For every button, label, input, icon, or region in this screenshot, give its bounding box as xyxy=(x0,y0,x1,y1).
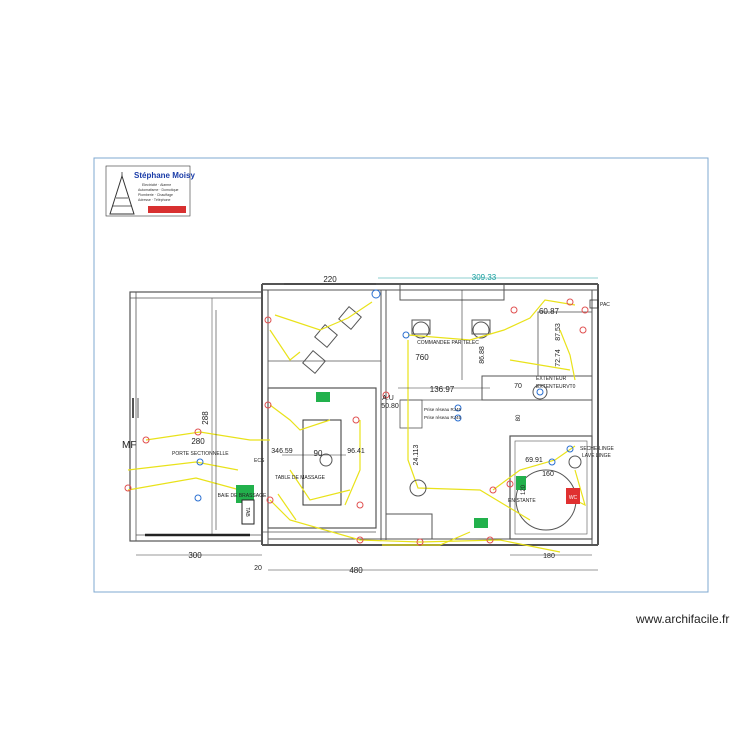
dim-5080: 50.80 xyxy=(381,403,399,410)
logo-line-4: Adresse · Téléphone xyxy=(138,198,170,202)
label-en-stante: EN STANTE xyxy=(508,498,536,504)
label-prise-1: Prise réseau RJ45 xyxy=(424,407,462,412)
dim-13697: 136.97 xyxy=(430,385,455,394)
label-ecs: ECS xyxy=(254,458,265,464)
wc-symbol xyxy=(566,488,580,504)
label-mf: MF xyxy=(122,440,136,451)
dim-24113: 24.113 xyxy=(413,444,420,465)
dim-6991: 69.91 xyxy=(525,457,543,464)
dim-120: 120 xyxy=(521,484,527,495)
dim-34659: 346.59 xyxy=(271,448,293,455)
dim-160: 160 xyxy=(542,471,554,478)
dim-8753: 87.53 xyxy=(555,323,562,341)
label-extenteur-1: EXTENTEUR xyxy=(536,376,567,382)
wc-label: WC xyxy=(569,495,578,501)
label-pac: PAC xyxy=(600,302,610,308)
label-lave-linge: LAVE LINGE xyxy=(582,453,611,459)
label-baie: BAIE DE BRASSAGE xyxy=(218,493,267,499)
dim-6087: 60.87 xyxy=(539,307,560,316)
dim-220: 220 xyxy=(323,275,337,284)
massage-table xyxy=(302,419,342,506)
dim-288: 288 xyxy=(201,411,210,425)
label-au: A.U xyxy=(382,395,394,402)
dim-7274: 72.74 xyxy=(555,349,562,367)
emergency-exit-signs xyxy=(236,392,526,528)
dim-309: 309.33 xyxy=(472,273,497,282)
electrical-points xyxy=(124,298,589,546)
watermark-text: www.archifacile.fr xyxy=(636,612,730,626)
dim-20: 20 xyxy=(254,565,262,572)
window-marks xyxy=(132,398,139,418)
dimension-lines xyxy=(136,277,598,571)
dim-180: 180 xyxy=(543,553,555,560)
dim-760: 760 xyxy=(415,353,429,362)
label-seche-linge: SECHE-LINGE xyxy=(580,446,615,452)
dim-480: 480 xyxy=(349,566,363,575)
electric-panel xyxy=(241,499,255,525)
label-porte-sectionnelle: PORTE SECTIONNELLE xyxy=(172,451,229,457)
dim-9641: 96.41 xyxy=(347,448,365,455)
company-logo: Stéphane Moisy Electricité · Alarme Auto… xyxy=(105,165,195,217)
dim-70: 70 xyxy=(514,383,522,390)
dim-8688: 86.88 xyxy=(479,346,486,364)
dim-80: 80 xyxy=(516,414,522,421)
network-points xyxy=(194,289,574,502)
lounge-furniture xyxy=(302,306,491,374)
logo-line-1: Electricité · Alarme xyxy=(142,183,171,187)
panel-label: TAB xyxy=(244,507,250,517)
electrical-wiring xyxy=(127,299,586,553)
plan-frame xyxy=(93,157,709,593)
logo-line-3: Plomberie · Chauffage xyxy=(138,193,173,197)
label-extenteur-2: EXTENTEURVT0 xyxy=(536,384,576,390)
pac-unit xyxy=(589,299,599,309)
dim-300: 300 xyxy=(188,551,202,560)
dim-280: 280 xyxy=(191,437,205,446)
logo-line-2: Automatisme · Domotique xyxy=(138,188,179,192)
label-prise-2: Prise réseau RJ45 xyxy=(424,415,462,420)
ceiling-lights xyxy=(319,384,548,497)
logo-name: Stéphane Moisy xyxy=(134,171,195,180)
label-commande: COMMANDEE PAR TELEC xyxy=(417,340,479,346)
label-table-massage: TABLE DE MASSAGE xyxy=(275,475,326,481)
washer-circle xyxy=(568,455,582,469)
dim-90: 90 xyxy=(314,449,323,458)
